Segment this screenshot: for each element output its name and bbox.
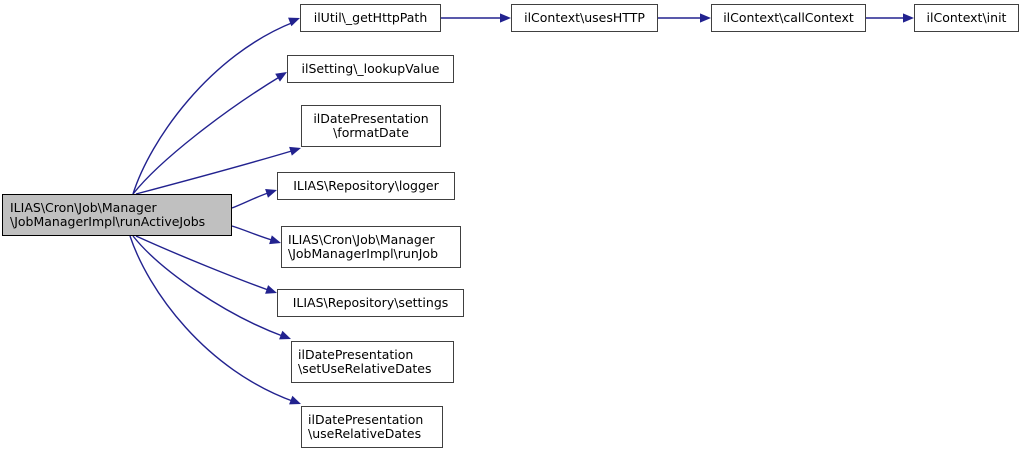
edge-root-to-logger [231, 189, 277, 209]
graph-node-label: ILIAS\Cron\Job\Manager [288, 231, 435, 247]
edge-root-to-settings [135, 235, 277, 294]
edge-root-to-lookupValue [132, 72, 287, 195]
graph-node-label: ilDatePresentation [308, 411, 424, 427]
graph-node-label: ilDatePresentation [298, 346, 414, 362]
edge-callContext-to-init [866, 13, 914, 23]
graph-node-label: \setUseRelativeDates [298, 361, 432, 376]
graph-node-label: \useRelativeDates [308, 426, 422, 441]
graph-node-label: \JobManagerImpl\runJob [288, 246, 439, 261]
graph-node-runActiveJobs[interactable]: ILIAS\Cron\Job\Manager\JobManagerImpl\ru… [2, 194, 232, 236]
graph-node-label: ILIAS\Cron\Job\Manager [10, 199, 157, 215]
graph-node-ilContext-callContext[interactable]: ilContext\callContext [711, 4, 866, 32]
graph-node-label: ilContext\init [926, 9, 1007, 25]
edge-getHttpPath-to-usesHTTP [441, 13, 511, 23]
graph-node-ilContext-init[interactable]: ilContext\init [914, 4, 1019, 32]
edge-root-to-setUseRelativeDates [132, 235, 291, 340]
graph-node-label: \JobManagerImpl\runActiveJobs [10, 214, 206, 229]
graph-node-label: ilUtil\_getHttpPath [313, 9, 428, 25]
graph-node-label: ILIAS\Repository\logger [293, 177, 439, 193]
graph-node-ilDatePresentation-formatDate[interactable]: ilDatePresentation\formatDate [301, 105, 441, 147]
graph-node-ilDatePresentation-useRelativeDates[interactable]: ilDatePresentation\useRelativeDates [301, 406, 443, 448]
graph-node-label: ilContext\usesHTTP [524, 9, 645, 25]
edge-usesHTTP-to-callContext [658, 13, 711, 23]
graph-node-ILIAS-Repository-logger[interactable]: ILIAS\Repository\logger [277, 172, 455, 200]
graph-node-label: ilContext\callContext [723, 9, 854, 25]
graph-node-label: \formatDate [333, 125, 409, 140]
graph-node-ILIAS-Repository-settings[interactable]: ILIAS\Repository\settings [277, 289, 464, 317]
edge-root-to-useRelativeDates [129, 235, 301, 405]
graph-node-runJob[interactable]: ILIAS\Cron\Job\Manager\JobManagerImpl\ru… [281, 226, 461, 268]
edge-root-to-runJob [231, 225, 281, 245]
edge-root-to-getHttpPath [132, 17, 300, 195]
graph-node-ilUtil_getHttpPath[interactable]: ilUtil\_getHttpPath [300, 4, 441, 32]
graph-node-ilContext-usesHTTP[interactable]: ilContext\usesHTTP [511, 4, 658, 32]
graph-node-label: ilSetting\_lookupValue [301, 60, 440, 76]
graph-node-label: ilDatePresentation [313, 110, 429, 126]
graph-node-ilDatePresentation-setUseRelativeDates[interactable]: ilDatePresentation\setUseRelativeDates [291, 341, 454, 383]
graph-node-label: ILIAS\Repository\settings [292, 294, 449, 310]
graph-node-ilSetting_lookupValue[interactable]: ilSetting\_lookupValue [287, 55, 454, 83]
